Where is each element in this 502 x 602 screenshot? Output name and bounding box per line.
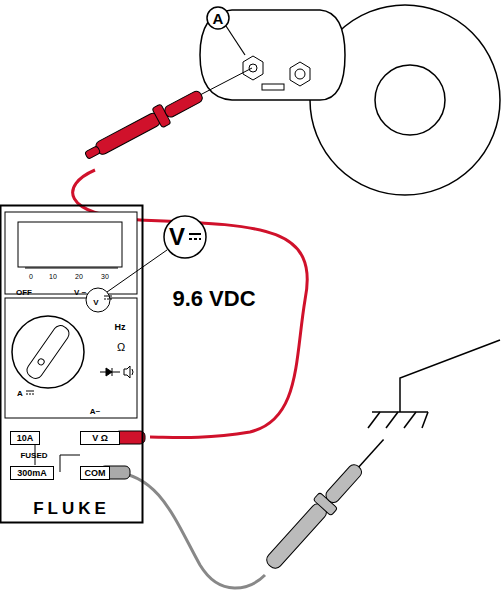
- dial-knob: [24, 323, 72, 381]
- label-box: 10A: [10, 431, 40, 445]
- dial-panel: [5, 298, 137, 418]
- rotary-dial: [12, 316, 84, 388]
- label: V ~: [74, 288, 86, 297]
- label-box: V Ω: [80, 431, 120, 445]
- label: OFF: [16, 288, 32, 297]
- com-line: [60, 455, 80, 456]
- capacitor-body: [200, 10, 345, 100]
- label: Hz: [115, 322, 126, 332]
- label: 0: [29, 273, 33, 280]
- com-line: [60, 455, 61, 472]
- label: 10: [49, 273, 57, 280]
- label: A: [17, 389, 23, 398]
- node-text: 300mA: [17, 468, 47, 478]
- dial-position-circle: [86, 288, 110, 312]
- black-lead-wire: [113, 472, 265, 588]
- node-text: 10A: [17, 433, 34, 443]
- capacitor-plate: [262, 84, 284, 90]
- node-text: A: [213, 10, 224, 27]
- callout-circle: V: [163, 215, 207, 259]
- label: Ω: [117, 341, 125, 353]
- terminal: [243, 56, 310, 86]
- ground-symbol: [368, 340, 500, 428]
- label-box: FLUKE10A300mAV ΩCOM: [0, 205, 143, 523]
- black-probe: [261, 431, 393, 573]
- node-text: V Ω: [92, 433, 108, 443]
- motor-shaft: [375, 65, 445, 135]
- label: 20: [75, 273, 83, 280]
- red-probe: [81, 85, 206, 165]
- magnify-leader: [107, 250, 167, 292]
- label: V: [93, 298, 98, 307]
- label-box: COM: [80, 466, 110, 480]
- label-box: 300mA: [10, 466, 54, 480]
- label: FUSED: [20, 451, 47, 460]
- label: A~: [90, 407, 100, 416]
- callout-circle: A: [206, 6, 230, 30]
- bar-scale: [25, 268, 118, 269]
- probe-tip: [200, 68, 252, 95]
- node-text: COM: [85, 468, 106, 478]
- label: 30: [101, 273, 109, 280]
- dc-symbol: [26, 296, 112, 394]
- display-bezel: [5, 212, 137, 294]
- display: [18, 222, 122, 267]
- node-text: FLUKE: [33, 499, 110, 519]
- diode-beeper-symbol: [100, 366, 133, 378]
- leader-line: [226, 26, 245, 55]
- label: 9.6 VDC: [172, 286, 255, 312]
- node-text: V: [169, 223, 185, 251]
